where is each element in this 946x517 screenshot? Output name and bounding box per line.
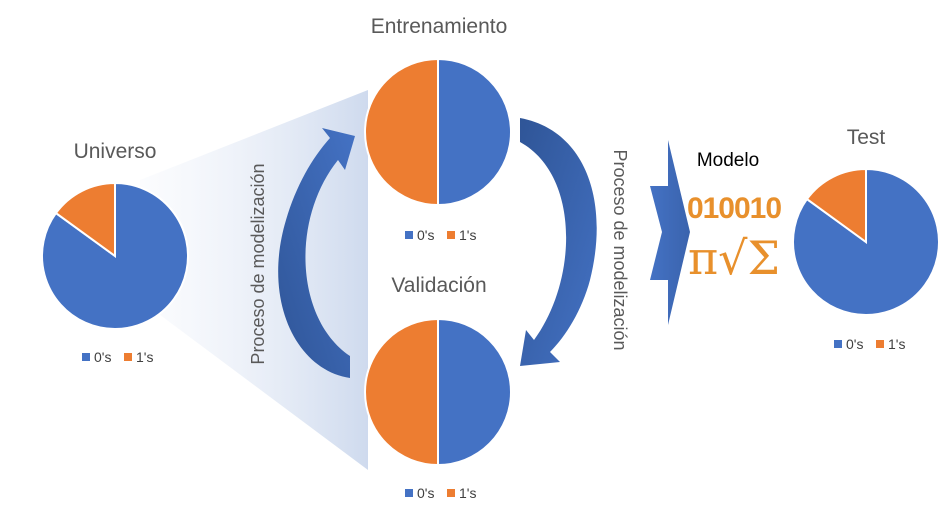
test-legend: 0's 1's <box>834 336 905 352</box>
universo-legend-zeros: 0's <box>94 349 111 365</box>
universo-legend-ones: 1's <box>136 349 153 365</box>
entrenamiento-legend-ones-swatch <box>447 231 455 239</box>
validacion-legend-zeros: 0's <box>417 485 434 501</box>
validacion-pie-slice-zeros <box>437 317 512 467</box>
process-label-left: Proceso de modelización <box>248 163 268 364</box>
test-legend-ones-swatch <box>876 340 884 348</box>
model-label: Modelo <box>697 150 759 171</box>
test-legend-zeros: 0's <box>846 336 863 352</box>
math-icon-binary: 010010 <box>687 192 781 225</box>
test-pie-slice-ones <box>805 167 867 244</box>
math-model-icon: 010010 π√Σ <box>687 192 782 285</box>
validacion-legend-ones: 1's <box>459 485 476 501</box>
curved-arrow-up-icon <box>278 128 355 378</box>
universo-legend-ones-swatch <box>124 353 132 361</box>
entrenamiento-pie-slice-ones <box>364 57 439 207</box>
model-chevron-arrow-icon <box>650 140 690 325</box>
validacion-title: Validación <box>391 274 486 297</box>
validacion-pie-slice-ones <box>364 317 439 467</box>
test-pie <box>792 167 940 316</box>
universo-pie <box>41 181 189 330</box>
entrenamiento-legend-zeros: 0's <box>417 227 434 243</box>
validacion-legend: 0's 1's <box>405 485 476 501</box>
validacion-pie <box>364 317 512 467</box>
entrenamiento-pie-slice-zeros <box>437 57 512 207</box>
test-legend-ones: 1's <box>888 336 905 352</box>
universo-legend-zeros-swatch <box>82 353 90 361</box>
test-legend-zeros-swatch <box>834 340 842 348</box>
entrenamiento-title: Entrenamiento <box>371 15 508 38</box>
curved-arrow-down-icon <box>520 118 597 366</box>
universo-legend: 0's 1's <box>82 349 153 365</box>
universo-title: Universo <box>74 140 157 163</box>
test-title: Test <box>847 126 886 149</box>
validacion-legend-zeros-swatch <box>405 489 413 497</box>
process-label-right: Proceso de modelización <box>610 149 630 350</box>
validacion-legend-ones-swatch <box>447 489 455 497</box>
entrenamiento-legend-zeros-swatch <box>405 231 413 239</box>
math-icon-symbols: π√Σ <box>688 231 780 285</box>
entrenamiento-pie <box>364 57 512 207</box>
entrenamiento-legend: 0's 1's <box>405 227 476 243</box>
entrenamiento-legend-ones: 1's <box>459 227 476 243</box>
universo-pie-slice-ones <box>54 181 116 258</box>
